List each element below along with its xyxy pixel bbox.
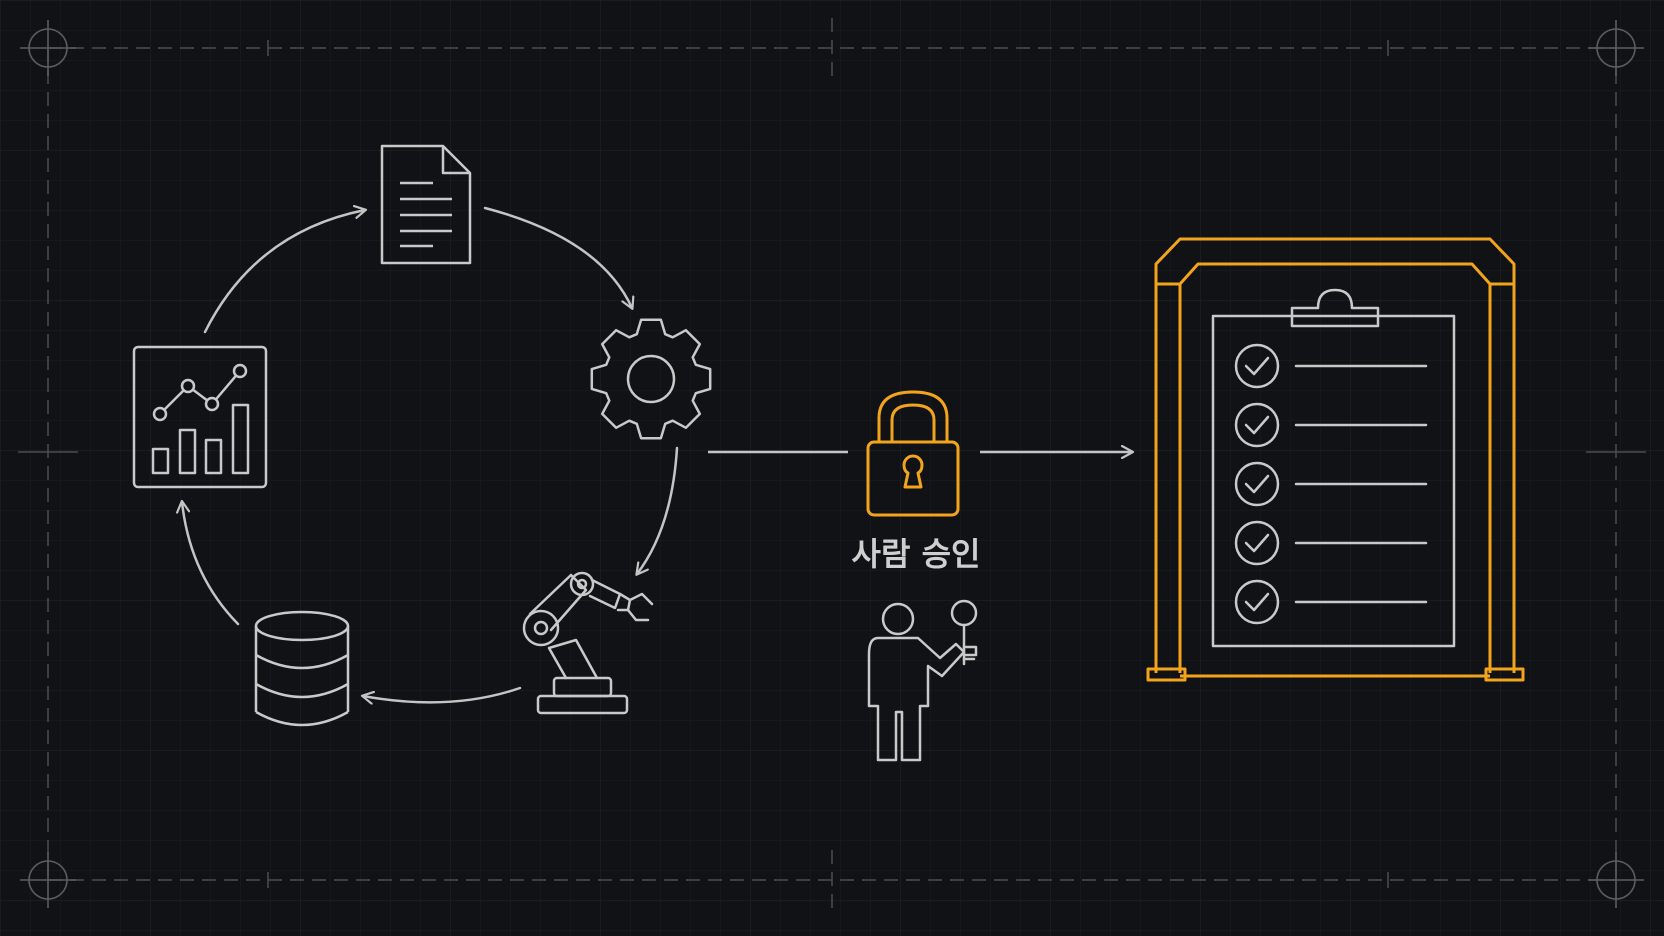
check-circle-icon [1234,402,1280,448]
arrow-database-to-chart [182,502,240,626]
check-circle-icon [1234,579,1280,625]
checklist-item [1234,579,1428,625]
gate-frame-icon [1146,237,1525,682]
checklist-item [1234,520,1428,566]
corner-crosshair-top-right [1588,20,1644,76]
analytics-chart-icon [132,345,268,489]
gear-icon [590,318,712,440]
check-circle-icon [1234,343,1280,389]
checkmark-icon [1244,474,1270,494]
checklist-item [1234,402,1428,448]
corner-crosshair-bottom-right [1588,852,1644,908]
checklist-item [1234,343,1428,389]
check-circle-icon [1234,461,1280,507]
cycle-arrows [182,206,679,702]
corner-crosshair-top-left [20,20,76,76]
check-circle-icon [1234,520,1280,566]
arrow-document-to-gear [483,206,632,308]
database-icon [254,610,350,727]
arrow-gear-to-robot [637,446,679,574]
checkmark-icon [1244,592,1270,612]
padlock-icon [866,390,960,517]
checkmark-icon [1244,415,1270,435]
approval-label: 사람 승인 [852,535,981,573]
document-icon [380,144,472,265]
checklist-clipboard-icon [1211,288,1456,648]
checklist-item [1234,461,1428,507]
corner-crosshair-bottom-left [20,852,76,908]
blueprint-frame [18,18,1646,912]
checkmark-icon [1244,356,1270,376]
arrow-robot-to-database [363,686,522,702]
robot-arm-icon [522,571,654,715]
person-with-key-icon [867,599,978,762]
arrow-chart-to-document [203,210,365,334]
checkmark-icon [1244,533,1270,553]
